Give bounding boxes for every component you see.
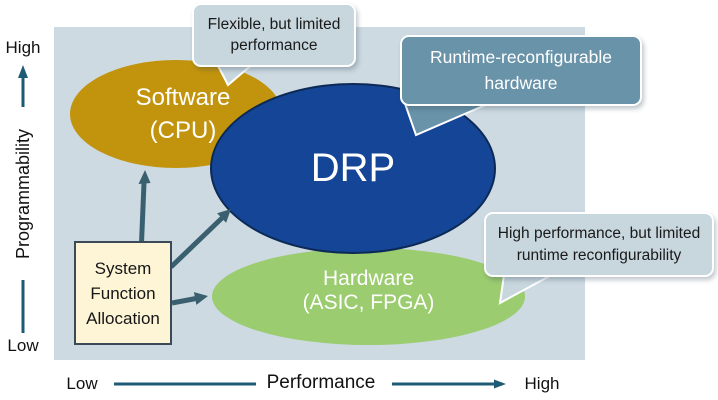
x-axis-low-label: Low xyxy=(66,374,98,393)
hardware-callout-line2: runtime reconfigurability xyxy=(516,246,682,264)
drp-ellipse: DRP xyxy=(210,83,496,254)
drp-callout: Runtime-reconfigurable hardware xyxy=(400,35,642,106)
software-label-line2: (CPU) xyxy=(149,117,217,144)
hardware-label: Hardware (ASIC, FPGA) xyxy=(303,267,435,314)
software-callout-line1: Flexible, but limited xyxy=(207,15,341,33)
hardware-ellipse: Hardware (ASIC, FPGA) xyxy=(212,248,525,345)
drp-label: DRP xyxy=(310,146,396,190)
y-axis-low-label: Low xyxy=(7,336,39,355)
x-axis-arrow xyxy=(392,379,506,389)
system-function-allocation-box: System Function Allocation xyxy=(74,241,172,345)
y-axis-arrow xyxy=(18,65,28,107)
allocation-line2: Function xyxy=(90,283,156,303)
drp-callout-line1: Runtime-reconfigurable xyxy=(430,47,612,67)
hardware-label-line2: (ASIC, FPGA) xyxy=(302,290,435,314)
hardware-label-line1: Hardware xyxy=(322,267,415,290)
hardware-callout: High performance, but limited runtime re… xyxy=(484,212,714,277)
x-axis-title: Performance xyxy=(266,372,376,393)
hardware-callout-line1: High performance, but limited xyxy=(497,224,701,242)
y-axis-title: Programmability xyxy=(13,128,33,260)
software-label-line1: Software xyxy=(135,84,231,111)
software-callout: Flexible, but limited performance xyxy=(192,3,356,67)
allocation-line3: Allocation xyxy=(86,308,160,328)
y-axis-high-label: High xyxy=(5,38,41,57)
software-callout-line2: performance xyxy=(230,37,318,54)
allocation-line1: System xyxy=(94,258,152,278)
x-axis-high-label: High xyxy=(524,374,560,393)
drp-callout-line2: hardware xyxy=(484,72,558,93)
